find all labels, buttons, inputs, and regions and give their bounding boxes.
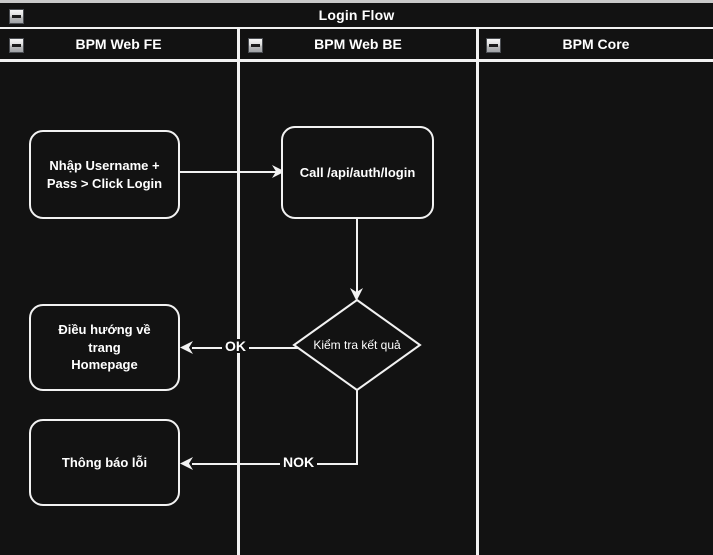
lane-divider-be-core: [476, 29, 479, 555]
lane-divider-fe-be: [237, 29, 240, 555]
node-call-login-api[interactable]: Call /api/auth/login: [281, 126, 434, 219]
node-redirect-homepage[interactable]: Điều hướng về trang Homepage: [29, 304, 180, 391]
minus-square-icon-lane-fe[interactable]: [9, 38, 24, 53]
edge-label-nok: NOK: [280, 455, 318, 469]
node-input-credentials[interactable]: Nhập Username + Pass > Click Login: [29, 130, 180, 219]
page-title: Login Flow: [318, 7, 395, 23]
minus-square-icon-lane-core[interactable]: [486, 38, 501, 53]
lane-header-fe[interactable]: BPM Web FE: [0, 29, 237, 59]
edge-api-to-check-line: [356, 218, 358, 294]
edge-api-to-check-arrowhead: [350, 288, 363, 301]
window-chrome-strip: [0, 0, 713, 3]
edge-check-to-homepage-arrowhead: [180, 341, 193, 354]
edge-input-to-api-arrowhead: [272, 165, 285, 178]
edge-check-to-error-vline: [356, 390, 358, 465]
node-redirect-homepage-label: Điều hướng về trang Homepage: [58, 322, 151, 373]
lane-header-row: BPM Web FE BPM Web BE BPM Core: [0, 29, 713, 62]
lane-header-core[interactable]: BPM Core: [479, 29, 713, 59]
edge-input-to-api-line: [180, 171, 276, 173]
lane-title-be: BPM Web BE: [314, 36, 402, 52]
minus-square-icon-pool[interactable]: [9, 9, 24, 24]
lane-title-core: BPM Core: [562, 36, 630, 52]
pool-title-bar: Login Flow: [0, 3, 713, 29]
minus-square-icon-lane-be[interactable]: [248, 38, 263, 53]
node-call-login-api-label: Call /api/auth/login: [299, 164, 416, 180]
node-show-error[interactable]: Thông báo lỗi: [29, 419, 180, 506]
edge-check-to-error-arrowhead: [180, 457, 193, 470]
lane-header-be[interactable]: BPM Web BE: [240, 29, 476, 59]
edge-label-ok: OK: [222, 339, 249, 353]
lane-title-fe: BPM Web FE: [75, 36, 162, 52]
edge-check-to-error-hline: [192, 463, 358, 465]
node-check-result[interactable]: Kiểm tra kết quả: [292, 298, 422, 392]
node-show-error-label: Thông báo lỗi: [61, 454, 148, 470]
node-input-credentials-label: Nhập Username + Pass > Click Login: [46, 157, 163, 191]
